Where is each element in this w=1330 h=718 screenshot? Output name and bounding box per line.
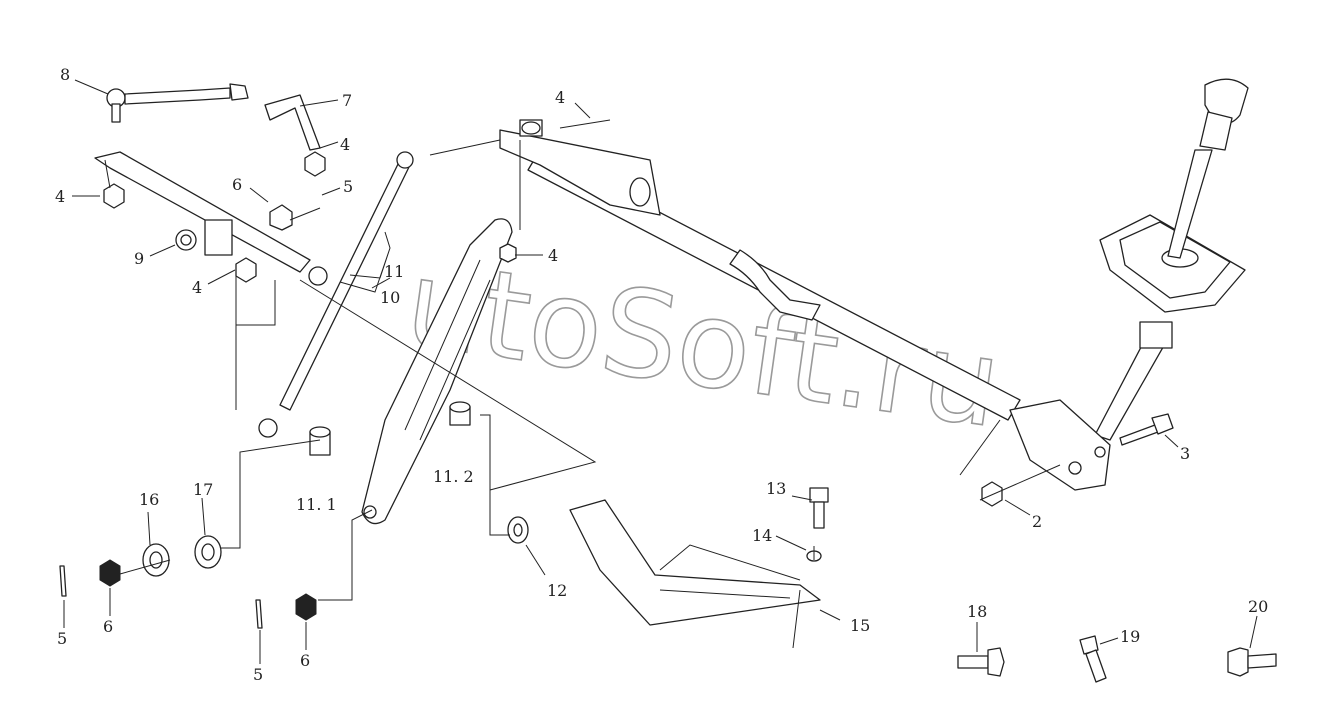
callout-11-2: 11. 2 (433, 467, 474, 486)
callout-10: 10 (380, 288, 400, 307)
callout-17: 17 (193, 480, 213, 499)
callout-labels: 2 3 4 4 4 4 4 5 5 5 6 6 6 7 8 9 10 11 11… (55, 65, 1268, 684)
nut-4-pedal (499, 243, 517, 263)
callout-6-upper: 6 (232, 175, 242, 194)
washer-16 (142, 543, 170, 577)
callout-3: 3 (1180, 444, 1190, 463)
main-shift-tube (499, 119, 1021, 421)
tie-rod-8 (106, 83, 249, 123)
callout-6-lower-left: 6 (103, 617, 113, 636)
callout-16: 16 (139, 490, 159, 509)
callout-7: 7 (342, 91, 352, 110)
shift-lever-assembly (1009, 78, 1249, 491)
callout-11-1: 11. 1 (296, 495, 337, 514)
bracket-7 (264, 94, 321, 151)
washer-17 (194, 535, 222, 569)
cotter-pin-5-lower-left (59, 565, 67, 597)
bushing-11-2 (449, 401, 471, 426)
callout-4-left: 4 (55, 187, 65, 206)
leader-lines (104, 119, 1061, 649)
shift-arm-left (94, 151, 328, 286)
callout-2: 2 (1032, 512, 1042, 531)
bushing-11-1 (309, 426, 331, 456)
bolt-18 (957, 647, 1005, 677)
washer-12 (507, 516, 529, 544)
bolt-13 (809, 487, 829, 529)
callout-19: 19 (1120, 627, 1140, 646)
castle-nut-6-upper (269, 204, 293, 231)
callout-4-mid: 4 (192, 278, 202, 297)
callout-11: 11 (384, 262, 404, 281)
callout-5-lower-left: 5 (57, 629, 67, 648)
callout-14: 14 (752, 526, 772, 545)
nut-4-upper-left (304, 151, 326, 177)
nut-4-left (103, 183, 125, 209)
pedal-arm-11 (361, 218, 513, 525)
cotter-pin-5-lower-mid (255, 599, 263, 629)
callout-6-lower-mid: 6 (300, 651, 310, 670)
nut-2 (981, 481, 1003, 507)
callout-4-upper-left: 4 (340, 135, 350, 154)
castle-nut-6-lower-mid (295, 593, 317, 621)
callout-9: 9 (134, 249, 144, 268)
pedal-bracket-15 (569, 499, 821, 626)
callout-18: 18 (967, 602, 987, 621)
callout-leaders (63, 79, 1258, 664)
bolt-3 (1119, 413, 1174, 446)
link-rod-10 (258, 151, 414, 438)
castle-nut-6-lower-left (99, 559, 121, 587)
callout-4-pedal: 4 (548, 246, 558, 265)
callout-12: 12 (547, 581, 567, 600)
nut-4-mid (235, 257, 257, 283)
bolt-19 (1079, 635, 1107, 683)
callout-20: 20 (1248, 597, 1268, 616)
callout-13: 13 (766, 479, 786, 498)
callout-5-upper: 5 (343, 177, 353, 196)
callout-5-lower-mid: 5 (253, 665, 263, 684)
bolt-20 (1227, 647, 1277, 677)
callout-4-top: 4 (555, 88, 565, 107)
bushing-9 (175, 229, 197, 251)
callout-15: 15 (850, 616, 870, 635)
callout-8: 8 (60, 65, 70, 84)
